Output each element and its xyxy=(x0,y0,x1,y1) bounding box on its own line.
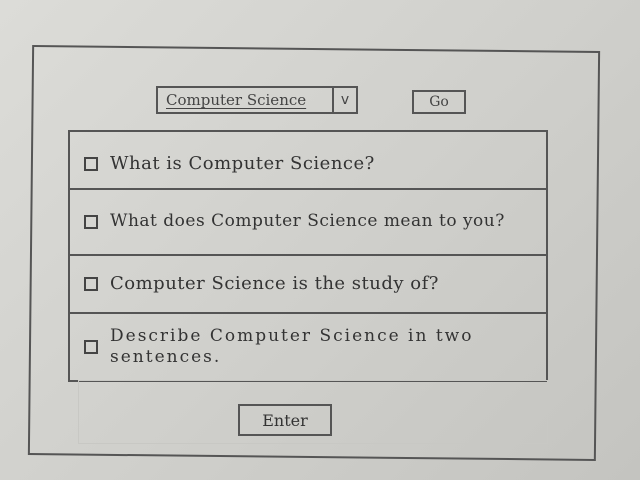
enter-button[interactable]: Enter xyxy=(238,404,332,436)
subject-dropdown-value: Computer Science xyxy=(166,91,307,109)
subject-toolbar: Computer Science v Go xyxy=(156,86,612,118)
question-text: Describe Computer Science in two sentenc… xyxy=(110,325,474,367)
chevron-down-icon[interactable]: v xyxy=(332,88,356,112)
question-text: What does Computer Science mean to you? xyxy=(110,211,505,232)
question-item[interactable]: Computer Science is the study of? xyxy=(70,256,546,314)
question-item[interactable]: Describe Computer Science in two sentenc… xyxy=(70,314,546,380)
question-text: Computer Science is the study of? xyxy=(110,272,439,294)
question-checkbox[interactable] xyxy=(84,157,98,171)
question-checkbox[interactable] xyxy=(84,277,98,291)
subject-dropdown[interactable]: Computer Science v xyxy=(156,86,358,114)
footer-area xyxy=(78,380,548,444)
question-list: What is Computer Science? What does Comp… xyxy=(68,130,548,382)
go-button[interactable]: Go xyxy=(412,90,466,114)
question-text: What is Computer Science? xyxy=(110,152,375,174)
question-item[interactable]: What does Computer Science mean to you? xyxy=(70,190,546,256)
question-checkbox[interactable] xyxy=(84,215,98,229)
question-item[interactable]: What is Computer Science? xyxy=(70,140,546,190)
question-checkbox[interactable] xyxy=(84,340,98,354)
